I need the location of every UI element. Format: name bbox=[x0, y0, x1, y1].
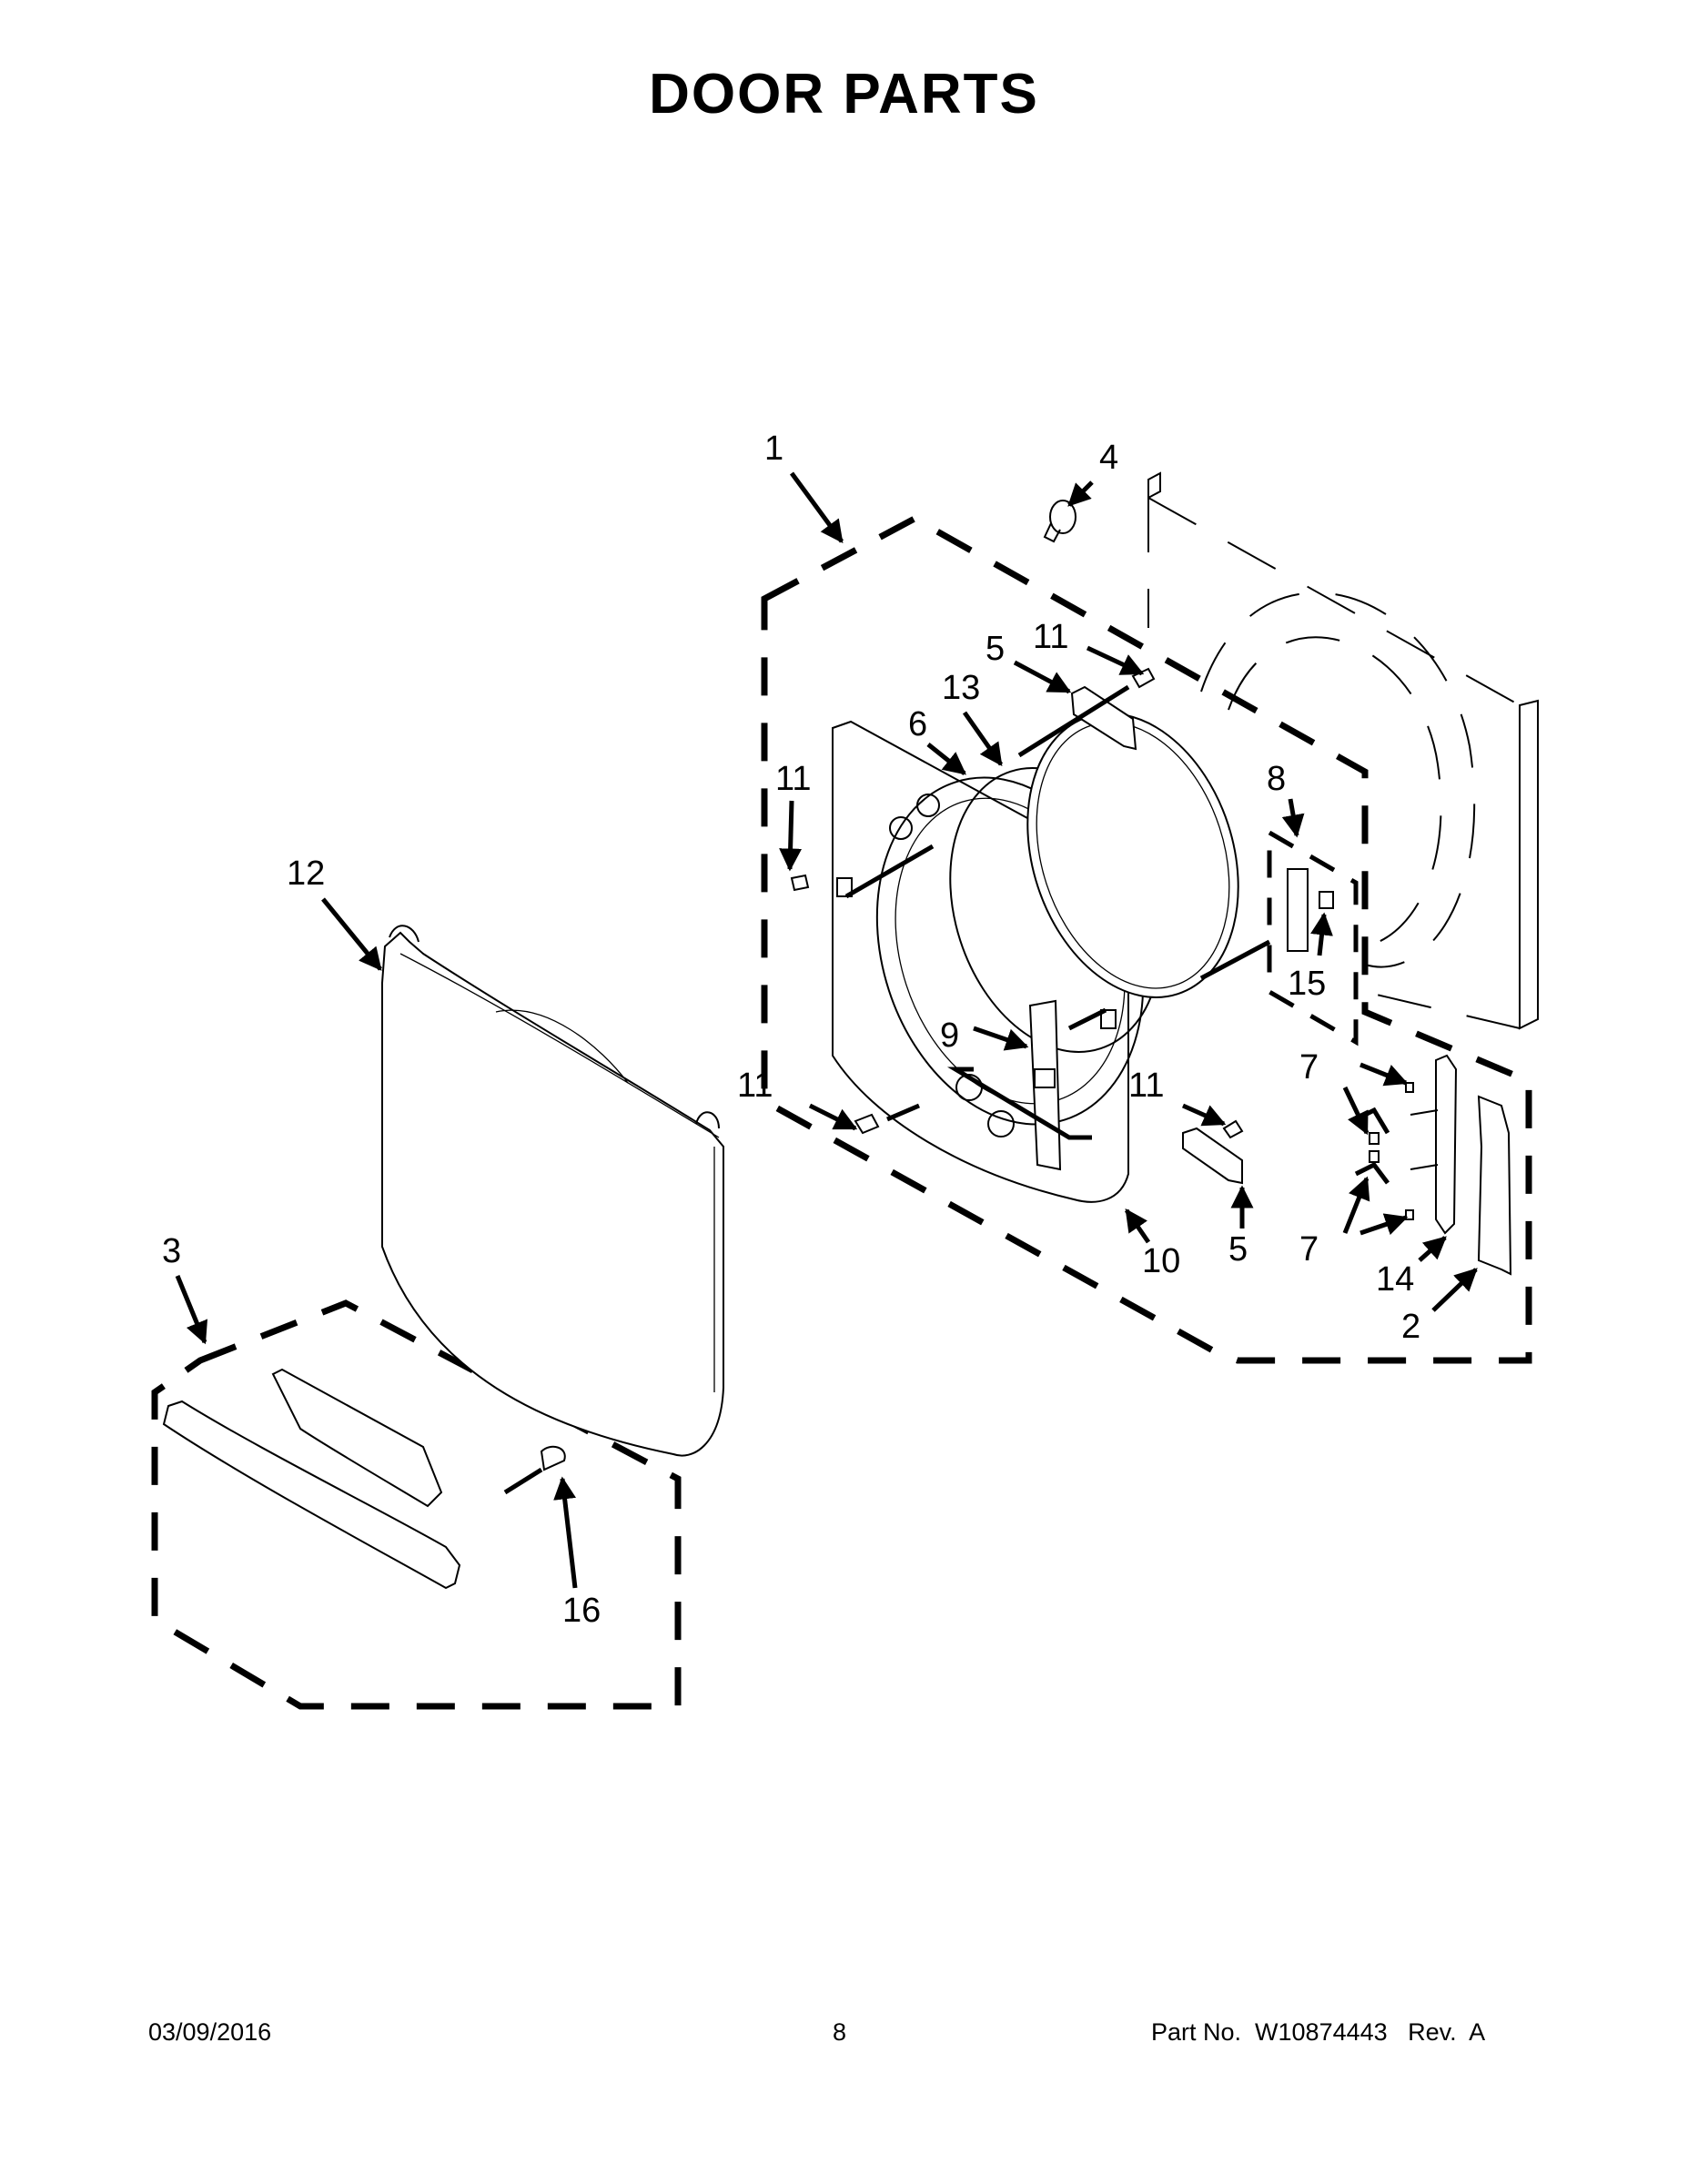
callout-6: 6 bbox=[908, 705, 927, 743]
part-4-grommet bbox=[1043, 500, 1076, 543]
callout-1: 1 bbox=[764, 430, 783, 468]
part-5-upper-bracket bbox=[1070, 685, 1137, 751]
callout-11: 11 bbox=[1033, 618, 1068, 656]
callout-10: 10 bbox=[1142, 1242, 1180, 1280]
callout-8: 8 bbox=[1267, 760, 1286, 798]
callout-11: 11 bbox=[1128, 1067, 1164, 1105]
callout-2: 2 bbox=[1401, 1308, 1420, 1346]
part-2-hinge-plate bbox=[1477, 1095, 1512, 1276]
callout-arrows bbox=[175, 471, 1478, 1589]
callout-13: 13 bbox=[942, 669, 980, 707]
callout-5: 5 bbox=[986, 630, 1005, 668]
callout-3: 3 bbox=[162, 1232, 181, 1270]
callout-15: 15 bbox=[1288, 965, 1326, 1003]
callout-14: 14 bbox=[1376, 1260, 1414, 1299]
callout-16: 16 bbox=[562, 1592, 601, 1630]
part-8-boundary bbox=[1267, 828, 1359, 1046]
callout-7: 7 bbox=[1299, 1230, 1319, 1269]
part-3-handle bbox=[162, 1368, 566, 1590]
footer-page-number: 8 bbox=[833, 2018, 847, 2046]
part-5-lower-bracket bbox=[1182, 1127, 1243, 1185]
page-title: DOOR PARTS bbox=[649, 63, 1039, 126]
footer-part-number: Part No. W10874443 Rev. A bbox=[1151, 2018, 1486, 2046]
callout-labels: 1 4 11 5 13 6 8 11 12 15 9 7 11 11 3 7 5… bbox=[162, 430, 1420, 1630]
part-14-hinge bbox=[1369, 1054, 1458, 1235]
part-12-outer-door bbox=[381, 925, 724, 1457]
callout-9: 9 bbox=[940, 1016, 959, 1055]
callout-7: 7 bbox=[1299, 1048, 1319, 1087]
footer-date: 03/09/2016 bbox=[148, 2018, 272, 2046]
cabinet-ghost-outline bbox=[1147, 471, 1539, 1030]
callout-5: 5 bbox=[1228, 1230, 1248, 1269]
assembly-3-boundary bbox=[151, 1299, 682, 1710]
callout-12: 12 bbox=[287, 854, 325, 893]
callout-11: 11 bbox=[775, 760, 811, 798]
screws-11 bbox=[790, 667, 1244, 1139]
callout-4: 4 bbox=[1099, 439, 1118, 477]
callout-11: 11 bbox=[737, 1067, 773, 1105]
assembly-1-boundary bbox=[761, 515, 1532, 1364]
